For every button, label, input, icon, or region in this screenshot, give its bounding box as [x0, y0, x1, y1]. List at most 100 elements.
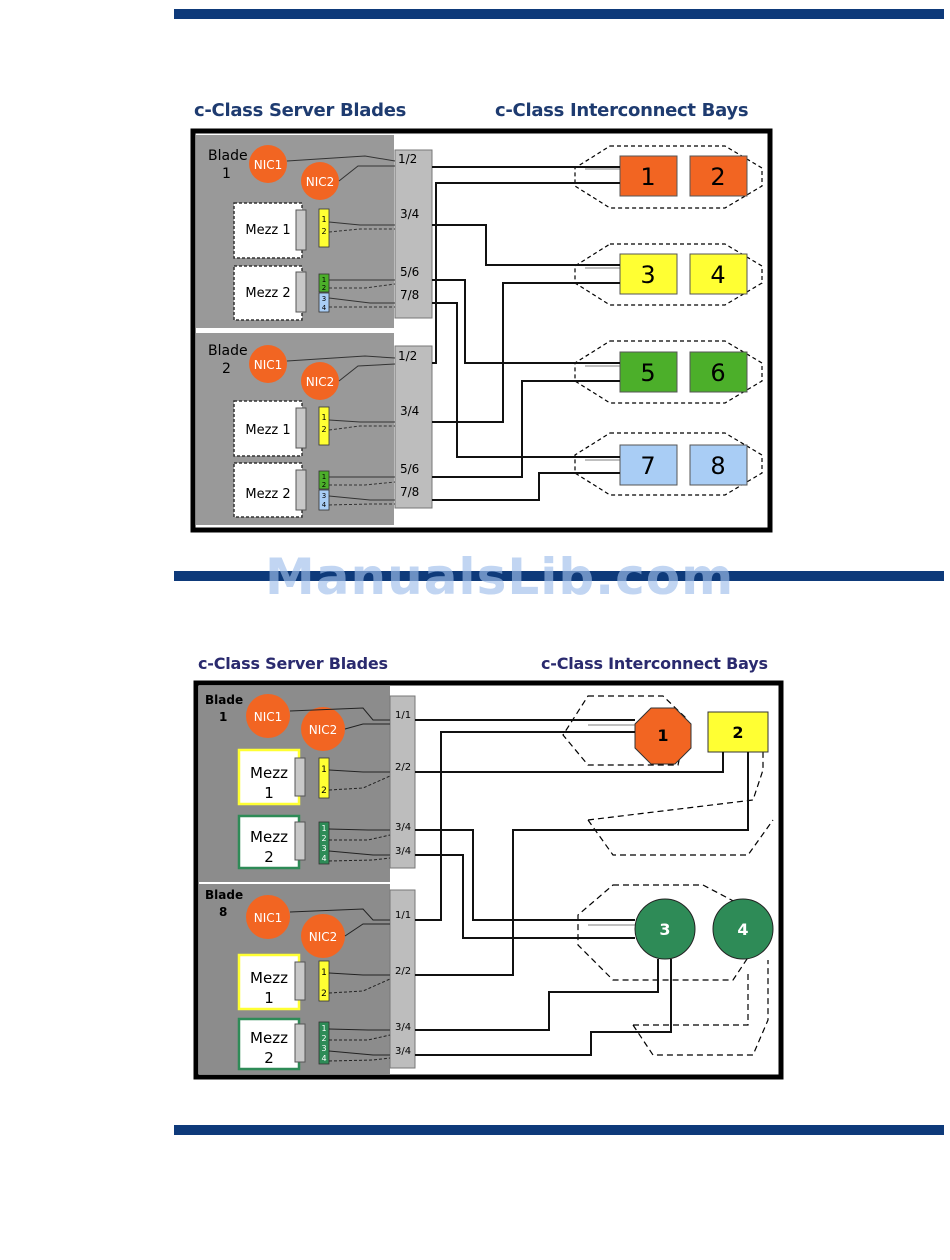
port-label-3-4-a: 3/4: [400, 207, 419, 221]
svg-text:NIC1: NIC1: [254, 911, 283, 925]
blade2-mezz1: [233, 400, 303, 457]
svg-text:NIC1: NIC1: [254, 158, 283, 172]
svg-text:NIC2: NIC2: [306, 375, 335, 389]
d2-blade8-nic2: [301, 914, 345, 958]
d2-group-1: [562, 695, 689, 766]
bay-8: [689, 444, 748, 486]
d2-bay-4: [712, 898, 774, 960]
d2-blade1-label: Blade: [205, 693, 243, 707]
svg-text:4: 4: [322, 304, 327, 312]
port-label-1-2-b: 1/2: [398, 349, 417, 363]
svg-text:4: 4: [322, 501, 327, 509]
port-strip-d2-b: [389, 889, 416, 1069]
d2-blade1-mezz2-ports: [318, 821, 330, 865]
svg-text:2: 2: [321, 425, 326, 434]
svg-text:2: 2: [710, 163, 725, 191]
blade1-mezz2: [233, 265, 303, 321]
d2-blade1-mezz1: [237, 748, 301, 806]
svg-text:1: 1: [321, 413, 326, 422]
d2-bay-3: [634, 898, 696, 960]
d2-blade8-number: 8: [219, 905, 227, 919]
svg-text:7: 7: [640, 452, 655, 480]
svg-text:4: 4: [321, 854, 326, 863]
svg-text:4: 4: [737, 920, 748, 939]
svg-text:NIC2: NIC2: [309, 723, 338, 737]
blade1-label: Blade: [208, 148, 248, 164]
svg-text:4: 4: [710, 261, 725, 289]
svg-text:1: 1: [321, 215, 326, 224]
svg-text:Mezz 1: Mezz 1: [245, 423, 290, 438]
svg-text:2: 2: [264, 1049, 274, 1067]
svg-text:3: 3: [640, 261, 655, 289]
blade2-mezz2-ports-a: [318, 470, 330, 490]
blade2-nic1: [249, 345, 287, 383]
d2-blade8-mezz2-ports: [318, 1021, 330, 1065]
svg-text:3: 3: [321, 1044, 326, 1053]
d2-blade1-nic1: [246, 694, 290, 738]
blade1-mezz2-ports-a: [318, 273, 330, 293]
svg-text:NIC2: NIC2: [309, 930, 338, 944]
svg-text:1: 1: [321, 824, 326, 833]
diagram2-left-title: c-Class Server Blades: [198, 654, 388, 673]
svg-text:2: 2: [322, 481, 326, 489]
blade1-nic2: [301, 162, 339, 200]
d2-blade8-nic1: [246, 895, 290, 939]
svg-text:5: 5: [640, 359, 655, 387]
d2-group-lower: [632, 960, 769, 1056]
bay-2: [689, 155, 748, 197]
middle-rule: [174, 571, 944, 581]
svg-text:3: 3: [659, 920, 670, 939]
bay-6: [689, 351, 748, 393]
svg-text:2: 2: [732, 723, 743, 742]
port-strip: [394, 149, 433, 319]
d2-blade8-label: Blade: [205, 888, 243, 902]
blade2-mezz1-ports: [318, 406, 330, 446]
blade2-nic2: [301, 362, 339, 400]
d2-blade1-nic2: [301, 707, 345, 751]
svg-text:1: 1: [321, 765, 327, 775]
port-strip-d2-a: [389, 695, 416, 869]
bottom-rule: [174, 1125, 944, 1135]
bay-group-3-4: [574, 243, 763, 306]
svg-text:1: 1: [264, 989, 274, 1007]
svg-text:6: 6: [710, 359, 725, 387]
svg-text:Mezz 2: Mezz 2: [245, 487, 290, 502]
blade2-label: Blade: [208, 343, 248, 359]
svg-text:Mezz 1: Mezz 1: [245, 223, 290, 238]
svg-text:1/1: 1/1: [395, 710, 411, 721]
bay-group-1-2: [574, 145, 763, 209]
blade2-mezz2-ports-b: [318, 489, 330, 511]
svg-text:8: 8: [710, 452, 725, 480]
svg-text:Mezz: Mezz: [250, 1029, 288, 1047]
svg-text:NIC2: NIC2: [306, 175, 335, 189]
svg-text:NIC1: NIC1: [254, 358, 283, 372]
bay-3: [619, 253, 678, 295]
d2-blade1-mezz2: [237, 814, 301, 870]
diagram1-left-title: c-Class Server Blades: [194, 100, 407, 121]
svg-text:2: 2: [322, 284, 326, 292]
blade1-mezz2-ports-b: [318, 292, 330, 313]
blade2-mezz2: [233, 462, 303, 518]
bay-4: [689, 253, 748, 295]
svg-text:Mezz: Mezz: [250, 969, 288, 987]
svg-text:3: 3: [322, 492, 326, 500]
svg-text:2: 2: [321, 834, 326, 843]
port-strip-2: [394, 345, 433, 509]
diagram1-right-title: c-Class Interconnect Bays: [495, 100, 749, 121]
bay-group-5-6: [574, 340, 763, 404]
diagram2: Blade 1 NIC1 NIC2 Mezz 1 1 2 Mezz 2 1 2 …: [193, 680, 784, 1080]
svg-text:1: 1: [657, 726, 668, 745]
diagram1: Blade 1 NIC1 NIC2 Mezz 1 1 2 Mezz 2 1 2 …: [190, 128, 773, 533]
svg-text:Mezz 2: Mezz 2: [245, 286, 290, 301]
watermark: ManualsLib.com: [265, 548, 735, 606]
svg-text:NIC1: NIC1: [254, 710, 283, 724]
svg-text:2: 2: [264, 848, 274, 866]
svg-text:2: 2: [321, 227, 326, 236]
svg-text:3/4: 3/4: [395, 846, 411, 857]
svg-text:2: 2: [321, 786, 327, 796]
port-label-5-6-b: 5/6: [400, 462, 419, 476]
d2-blade8-mezz1-ports: [318, 960, 330, 1002]
svg-text:4: 4: [321, 1054, 326, 1063]
svg-text:1: 1: [322, 473, 326, 481]
bay-7: [619, 444, 678, 486]
